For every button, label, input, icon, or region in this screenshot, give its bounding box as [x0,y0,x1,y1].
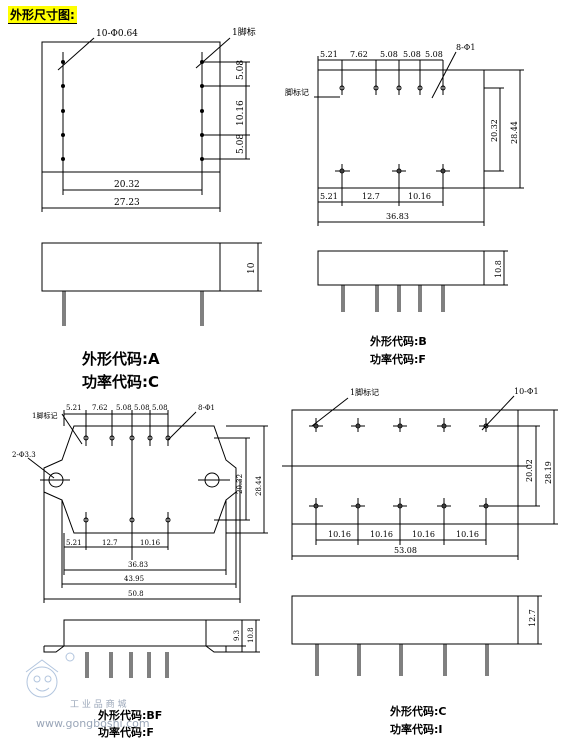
shape-bf-height-outer: 28.44 [255,475,263,496]
shape-c-pitch-3: 10.16 [412,530,435,539]
shape-a-caption-shape: 外形代码:A [82,350,160,368]
shape-a-pin-spec: 10-Φ0.64 [96,29,138,39]
shape-a-pin1-label: 1脚标 [232,26,256,38]
shape-b-height-inner: 20.32 [490,119,499,142]
shape-a-pitch-1: 5.08 [236,60,246,80]
shape-bf-bottom-dim-1: 5.21 [66,539,82,547]
shape-b-side-view [317,250,508,312]
shape-bf-bottom-dim-2: 12.7 [102,539,118,547]
shape-bf-width-1: 36.83 [128,561,148,569]
shape-c-height-inner: 20.02 [525,459,534,482]
shape-c-width: 53.08 [394,546,417,555]
watermark-site: www.gongboshi.com [36,717,150,730]
shape-b-caption-shape: 外形代码:B [370,335,427,348]
shape-b-top-dim-2: 7.62 [350,50,368,59]
shape-b-top-dim-3: 5.08 [380,50,398,59]
shape-bf-top-dim-2: 7.62 [92,404,108,412]
shape-bf-caption-shape: 外形代码:BF [98,709,163,722]
shape-a-caption-power: 功率代码:C [82,373,160,391]
shape-b-height-outer: 28.44 [510,121,519,144]
shape-b-top-dim-5: 5.08 [425,50,443,59]
shape-c-pitch-4: 10.16 [456,530,479,539]
shape-bf-side-view [43,619,260,678]
shape-c-pin1-label: 1脚标记 [350,387,379,397]
shape-b-bottom-dim-1: 5.21 [320,192,338,201]
watermark-name: 工 业 品 商 城 [70,700,127,710]
watermark-mascot-icon [25,652,75,698]
shape-b-bottom-dim-2: 12.7 [362,192,380,201]
shape-bf-width-2: 43.95 [124,575,144,583]
shape-bf-top-view [27,410,268,603]
shape-bf-top-dim-5: 5.08 [152,404,168,412]
shape-bf-hole-spec: 2-Φ3.3 [12,451,36,459]
page-title: 外形尺寸图: [8,6,77,24]
shape-bf-pin-spec: 8-Φ1 [198,404,215,412]
shape-c-top-view [282,395,558,560]
shape-bf-top-dim-1: 5.21 [66,404,82,412]
shape-bf-height-1: 9.3 [233,630,241,641]
shape-b-top-dim-1: 5.21 [320,50,338,59]
shape-c-pitch-2: 10.16 [370,530,393,539]
shape-bf-top-dim-3: 5.08 [116,404,132,412]
shape-b-body-height: 10.8 [494,260,503,278]
shape-bf-bottom-dim-3: 10.16 [140,539,161,547]
shape-a-top-view [41,37,250,212]
shape-b-bottom-dim-3: 10.16 [408,192,431,201]
shape-a-width-inner: 20.32 [114,180,140,190]
shape-a-height: 10 [247,262,257,274]
shape-bf-top-dim-4: 5.08 [134,404,150,412]
shape-a-width-outer: 27.23 [114,198,140,208]
shape-b-top-dim-4: 5.08 [403,50,421,59]
shape-b-pin1-label: 脚标记 [285,87,309,97]
shape-b-caption-power: 功率代码:F [370,353,426,366]
shape-c-height-outer: 28.19 [544,461,553,484]
shape-c-body-height: 12.7 [528,609,537,627]
shape-b-pin-spec: 8-Φ1 [456,43,475,52]
shape-a-side-view [41,242,262,326]
shape-bf-width-3: 50.8 [128,590,144,598]
shape-c-pitch-1: 10.16 [328,530,351,539]
shape-bf-caption-power: 功率代码:F [98,726,154,739]
shape-b-top-view [314,51,524,226]
shape-c-caption-shape: 外形代码:C [390,705,447,718]
shape-c-caption-power: 功率代码:I [390,723,443,736]
shape-c-pin-spec: 10-Φ1 [514,387,539,396]
shape-a-pitch-2: 10.16 [236,100,246,126]
shape-a-pitch-3: 5.08 [236,134,246,154]
shape-bf-height-2: 10.8 [247,627,255,643]
shape-bf-height-inner: 20.32 [236,474,244,494]
shape-c-side-view [291,595,542,676]
shape-b-width: 36.83 [386,212,409,221]
shape-bf-pin1-label: 1脚标记 [32,411,57,420]
